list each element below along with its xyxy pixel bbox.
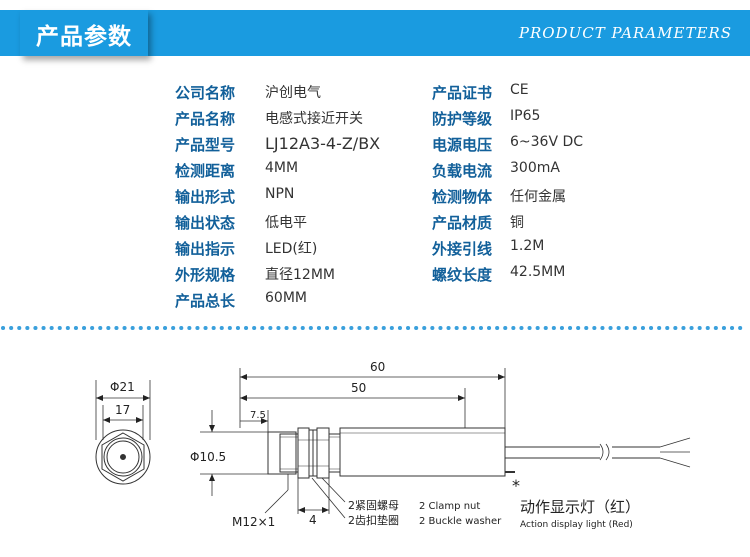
clamp-nut-left: [297, 427, 310, 479]
param-label: 输出状态: [175, 214, 236, 232]
param-label: 产品总长: [175, 292, 236, 310]
param-value: 铜: [510, 215, 524, 231]
param-label: 电源电压: [432, 136, 493, 154]
header-title-cn: 产品参数: [36, 24, 132, 50]
param-label: 产品名称: [175, 110, 236, 128]
front-inner-circle: [106, 440, 140, 474]
front-outer-circle: [95, 429, 151, 485]
buckle-washer-note-cn: 2齿扣垫圈: [348, 513, 399, 527]
param-label: 螺纹长度: [432, 266, 493, 284]
dim-60-label: 60: [370, 360, 385, 374]
clamp-nut-note-en: 2 Clamp nut: [419, 501, 480, 512]
param-label: 输出形式: [175, 188, 236, 206]
cable: [505, 446, 660, 459]
param-label: 检测距离: [175, 162, 236, 180]
clamp-nut-note-cn: 2紧固螺母: [348, 499, 399, 512]
dim-17-label: 17: [115, 403, 130, 417]
front-view: [95, 380, 151, 485]
dimension-drawing: Φ21 17: [95, 360, 691, 530]
param-label: 产品型号: [175, 136, 236, 154]
param-label: 外接引线: [432, 240, 493, 258]
led-label-en: Action display light (Red): [520, 520, 633, 530]
buckle-washer-right: [312, 429, 318, 477]
param-label: 防护等级: [432, 110, 493, 128]
param-label: 检测物体: [432, 188, 493, 206]
dim-4-label: 4: [309, 513, 317, 527]
param-value: 任何金属: [510, 189, 566, 205]
parameter-table: 公司名称 沪创电气 产品名称 电感式接近开关 产品型号 LJ12A3-4-Z/B…: [175, 82, 584, 310]
wire-1: [659, 437, 691, 448]
param-value: 300mA: [510, 160, 560, 176]
led-asterisk: *: [512, 476, 520, 495]
sensor-head: [267, 431, 297, 475]
header-title-en: PRODUCT PARAMETERS: [518, 24, 732, 42]
dim-phi10-5-label: Φ10.5: [190, 450, 226, 464]
wire-3: [659, 457, 691, 468]
param-label: 负载电流: [432, 162, 493, 180]
dim-phi21-label: Φ21: [110, 380, 135, 394]
param-label: 输出指示: [175, 240, 236, 258]
param-label: 公司名称: [175, 84, 236, 102]
front-center-dot: [120, 454, 126, 460]
buckle-washer-left: [308, 429, 314, 477]
param-label: 外形规格: [175, 266, 236, 284]
front-nut-hexagon: [101, 432, 145, 482]
param-value: 42.5MM: [510, 264, 566, 280]
param-value: 60MM: [265, 290, 307, 306]
param-value: 电感式接近开关: [265, 111, 363, 127]
section-header: 产品参数 PRODUCT PARAMETERS: [0, 10, 750, 56]
dim-7-5-label: 7.5: [250, 410, 266, 421]
param-value: IP65: [510, 108, 541, 124]
param-value: NPN: [265, 186, 295, 202]
header-tab: 产品参数: [20, 10, 148, 56]
dim-50-label: 50: [351, 381, 366, 395]
param-label: 产品材质: [432, 214, 493, 232]
param-value: 1.2M: [510, 238, 545, 254]
front-face-circle: [103, 437, 143, 477]
param-value: LED(红): [265, 241, 318, 257]
param-label: 产品证书: [432, 84, 493, 102]
side-view: [200, 368, 691, 519]
led-label-cn: 动作显示灯（红）: [520, 498, 640, 516]
param-value: LJ12A3-4-Z/BX: [265, 134, 381, 153]
clamp-nut-right: [316, 427, 330, 479]
dotted-separator: [1, 326, 750, 330]
buckle-washer-note-en: 2 Buckle washer: [419, 516, 502, 527]
param-value: 沪创电气: [265, 85, 321, 101]
sensor-body: [339, 427, 506, 477]
param-value: CE: [510, 82, 529, 98]
dim-m12-label: M12×1: [232, 515, 275, 529]
param-value: 6~36V DC: [510, 134, 584, 150]
param-value: 直径12MM: [265, 267, 335, 283]
param-value: 低电平: [265, 215, 307, 231]
param-value: 4MM: [265, 160, 299, 176]
